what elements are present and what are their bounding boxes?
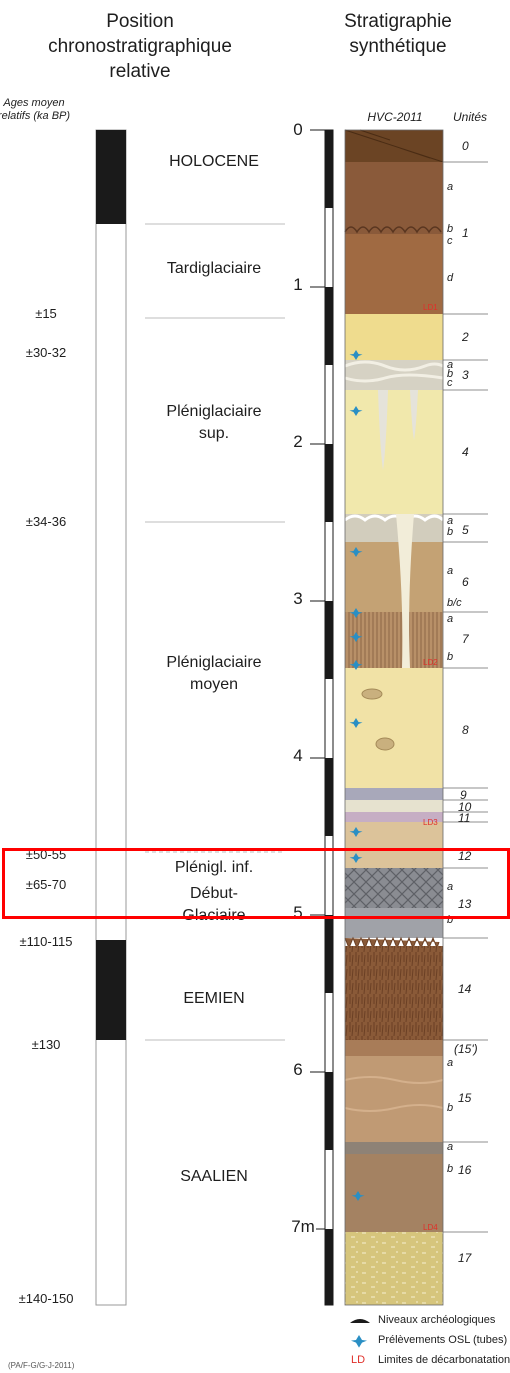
unit-label: 2 [462,330,469,344]
ld-label: LD3 [423,818,438,827]
stage-dividers [145,223,285,1041]
legend-ld-symbol: LD [351,1354,366,1366]
stage-pleniglaciaire-sup-line1: Pléniglaciaire [166,403,262,420]
depth-label: 4 [293,746,303,765]
age-label: ±130 [31,1037,61,1052]
subunit-label: a [447,565,454,577]
header-right-line1: Stratigraphie [344,11,452,32]
stage-debut-glaciaire-line2: Glaciaire [182,907,246,924]
unit-label: 13 [458,897,472,911]
depth-label: 5 [293,903,303,922]
subunit-label: b [447,223,454,235]
column-title: HVC-2011 [367,110,423,124]
unit-label: 11 [458,811,471,825]
subunit-label: a [447,181,454,193]
unit-label: 7 [462,632,469,646]
subunit-label: a [447,359,454,371]
ages-title-line1: Ages moyen [3,97,65,109]
stage-plenigl-inf: Plénigl. inf. [174,859,254,876]
ld-label: LD4 [423,1223,438,1232]
age-label: ±65-70 [25,877,67,892]
unit-label: 15 [458,1091,472,1105]
depth-label: 0 [293,120,303,139]
unit-label: 16 [458,1163,472,1177]
credit: (PA/F-G/G-J-2011) [8,1361,75,1370]
legend-archaeo-text: Niveaux archéologiques [378,1314,496,1326]
unit-label: 17 [458,1251,472,1265]
stage-pleniglaciaire-moyen-line2: moyen [189,676,239,693]
unit-label: 0 [462,139,469,153]
subunit-label: b/c [447,597,462,609]
subunit-label: d [447,272,454,284]
depth-scale-bar [310,129,334,1306]
unit-dividers [443,161,488,1233]
depth-label: 1 [293,275,303,294]
legend-ld-text: Limites de décarbonatation [378,1354,510,1366]
subunit-label: b [447,368,454,380]
unit-label: 4 [462,445,469,459]
units-title: Unités [452,110,488,124]
subunit-label: b [447,1163,454,1175]
period-bar [95,129,127,1306]
stage-pleniglaciaire-sup-line2: sup. [198,425,230,442]
depth-label: 6 [293,1060,303,1079]
stage-pleniglaciaire-moyen-line1: Pléniglaciaire [166,654,262,671]
highlight-box [2,848,510,919]
header-left-line3: relative [109,61,171,82]
unit-label: 14 [458,982,472,996]
ages-title-line2: relatifs (ka BP) [0,110,71,122]
subunit-label: a [447,1141,454,1153]
depth-label: 7m [291,1217,315,1236]
stage-holocene: HOLOCENE [169,153,259,170]
subunit-label: b [447,1102,454,1114]
ld-label: LD2 [423,658,438,667]
stage-saalien: SAALIEN [180,1168,248,1185]
archaeo-level-icon [350,1319,370,1323]
stage-eemien: EEMIEN [183,990,245,1007]
depth-label: 2 [293,432,303,451]
header-left-line1: Position [106,11,174,32]
header-right-line2: synthétique [349,36,447,57]
depth-label: 3 [293,589,303,608]
unit-label: 10 [458,800,472,814]
subunit-label: b [447,651,454,663]
subunit-label: a [447,613,454,625]
osl-samples [349,350,365,1201]
age-label: ±140-150 [18,1291,74,1306]
osl-sample-icon [351,1335,367,1348]
age-label: ±34-36 [25,514,67,529]
subunit-label: b [447,914,454,926]
subunit-label: c [447,235,453,247]
header-left-line2: chronostratigraphique [48,36,232,57]
unit-label: 3 [462,368,469,382]
stage-tardiglaciaire: Tardiglaciaire [166,260,262,277]
unit-label: (15') [454,1042,478,1056]
age-label: ±30-32 [25,345,67,360]
unit-label: 9 [460,788,467,802]
age-label: ±110-115 [19,934,73,949]
unit-label: 12 [458,849,472,863]
ld-label: LD1 [423,303,438,312]
age-label: ±15 [35,306,57,321]
legend-osl-text: Prélèvements OSL (tubes) [378,1334,508,1346]
unit-label: 8 [462,723,469,737]
subunit-label: c [447,377,453,389]
age-label: ±50-55 [25,847,67,862]
subunit-label: a [447,515,454,527]
stratigraphic-column [344,129,445,1306]
stage-debut-glaciaire-line1: Début- [189,885,239,902]
subunit-label: a [447,881,454,893]
subunit-label: a [447,1057,454,1069]
unit-label: 1 [462,226,469,240]
unit-label: 5 [462,523,469,537]
subunit-label: b [447,526,454,538]
unit-label: 6 [462,575,469,589]
